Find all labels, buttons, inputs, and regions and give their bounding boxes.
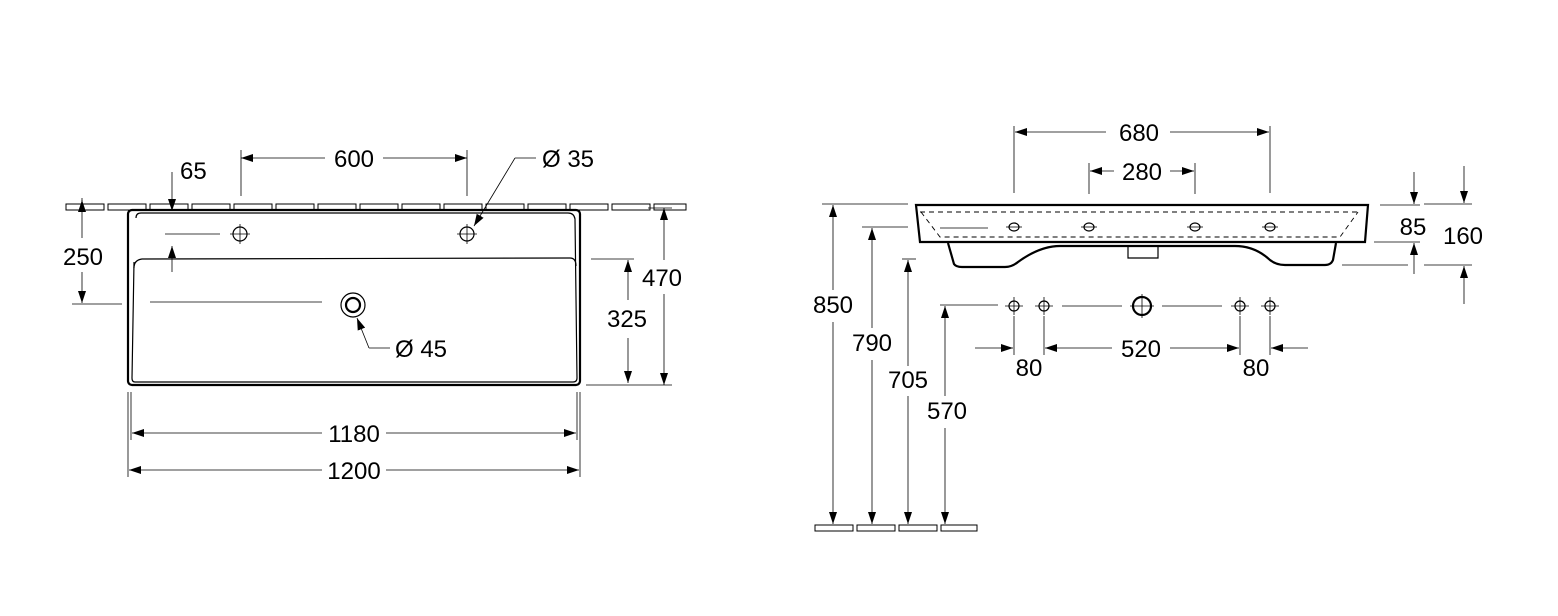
basin-outline xyxy=(126,208,582,387)
basin-inner-outline xyxy=(131,212,578,383)
dim-tap-hole: Ø 35 xyxy=(542,146,594,173)
dim-basin-depth: 250 xyxy=(63,244,103,271)
dim-drain-hole: Ø 45 xyxy=(395,336,447,363)
dim-height-850: 850 xyxy=(813,292,853,319)
dim-overall-depth: 470 xyxy=(642,265,682,292)
dim-overall-width: 1200 xyxy=(327,458,380,485)
dim-hole-offset-right: 80 xyxy=(1243,355,1270,382)
dim-rim-thickness: 85 xyxy=(1400,214,1427,241)
dim-overall-height: 160 xyxy=(1443,223,1483,250)
dim-depth-top: 680 xyxy=(1119,120,1159,147)
top-view: 600 65 Ø 35 250 470 325 Ø 45 xyxy=(63,146,687,485)
basin-underside xyxy=(946,242,1338,269)
drain-hole xyxy=(340,292,366,318)
tap-hole-left xyxy=(230,224,250,244)
wall-holes xyxy=(1005,294,1279,318)
side-view: 680 280 85 160 850 xyxy=(813,120,1483,532)
dim-hole-spacing: 520 xyxy=(1121,336,1161,363)
dim-depth-mid: 280 xyxy=(1122,159,1162,186)
dim-inner-width: 1180 xyxy=(328,421,380,448)
dim-height-570: 570 xyxy=(927,398,967,425)
profile-holes xyxy=(1006,222,1278,232)
dim-bowl-depth: 325 xyxy=(607,306,647,333)
dim-height-705: 705 xyxy=(888,367,928,394)
dim-wall-offset: 65 xyxy=(180,158,207,185)
basin-profile xyxy=(914,203,1370,244)
dim-hole-offset-left: 80 xyxy=(1016,355,1043,382)
dim-height-790: 790 xyxy=(852,330,892,357)
wall-strip xyxy=(65,203,687,211)
dim-tap-spacing: 600 xyxy=(334,146,374,173)
tap-hole-right xyxy=(457,224,477,244)
bowl-edge xyxy=(133,257,577,269)
floor-strip xyxy=(814,524,978,532)
